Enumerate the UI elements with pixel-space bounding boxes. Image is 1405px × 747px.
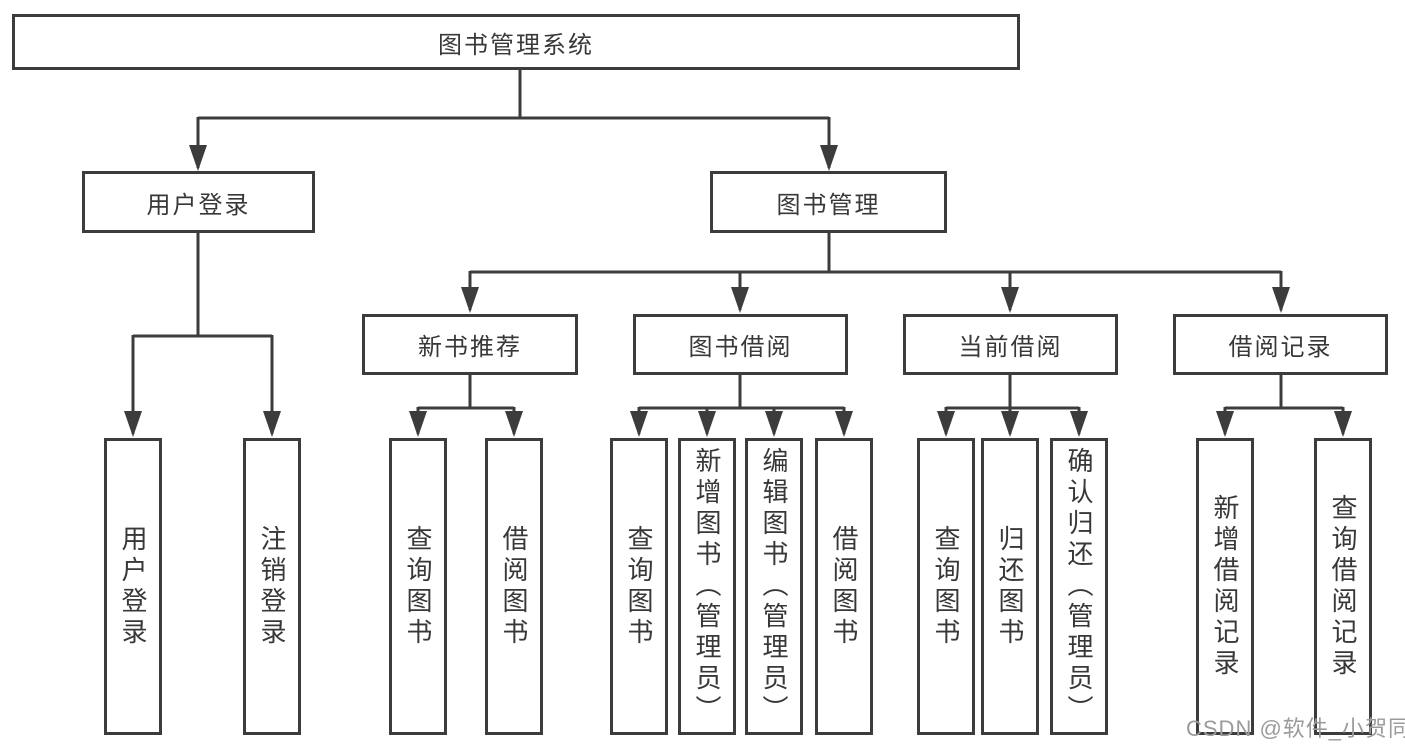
leaf-borrow-book: 借阅图书 — [485, 438, 543, 735]
leaf-confirm-return-admin: 确认归还（管理员） — [1050, 438, 1108, 735]
leaf-query-borrow-record: 查询借阅记录 — [1314, 438, 1372, 735]
node-book-management-branch: 图书管理 — [710, 171, 947, 233]
csdn-watermark: CSDN @软件_小贺同学 — [1186, 716, 1405, 741]
leaf-query-book: 查询图书 — [917, 438, 975, 735]
node-user-login-branch: 用户登录 — [82, 171, 315, 233]
node-book-borrow: 图书借阅 — [633, 314, 848, 375]
leaf-return-book: 归还图书 — [981, 438, 1039, 735]
node-new-book-recommend: 新书推荐 — [362, 314, 578, 375]
leaf-query-book: 查询图书 — [610, 438, 668, 735]
node-current-borrow: 当前借阅 — [903, 314, 1118, 375]
node-root-system: 图书管理系统 — [12, 14, 1020, 70]
leaf-user-login: 用户登录 — [104, 438, 162, 735]
arrowhead-icons — [124, 145, 1352, 437]
node-borrow-records: 借阅记录 — [1173, 314, 1388, 375]
leaf-add-borrow-record: 新增借阅记录 — [1196, 438, 1254, 735]
leaf-query-book: 查询图书 — [389, 438, 447, 735]
leaf-logout: 注销登录 — [243, 438, 301, 735]
leaf-edit-book-admin: 编辑图书（管理员） — [745, 438, 803, 735]
leaf-add-book-admin: 新增图书（管理员） — [678, 438, 736, 735]
leaf-borrow-book: 借阅图书 — [815, 438, 873, 735]
